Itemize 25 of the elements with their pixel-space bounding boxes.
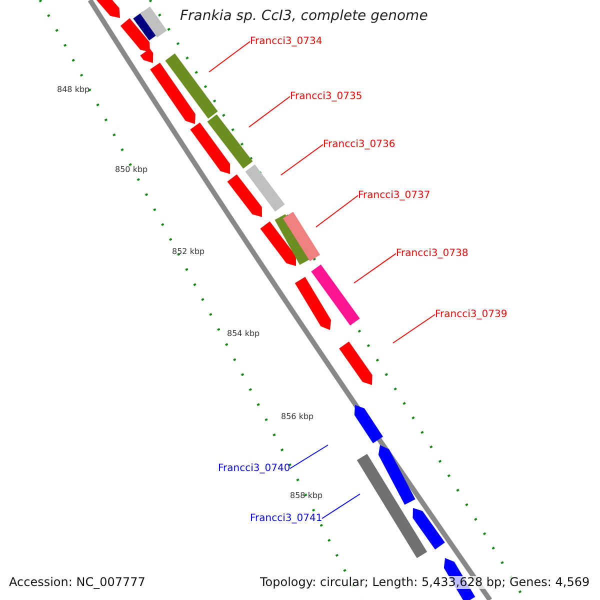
- gene-label: Francci3_0739: [435, 309, 508, 320]
- leader-line: [322, 494, 360, 519]
- gene-label: Francci3_0734: [250, 36, 322, 47]
- leader-line: [208, 41, 250, 72]
- gene-label: Francci3_0735: [290, 91, 362, 102]
- leader-line: [290, 444, 328, 469]
- leader-line: [316, 195, 358, 228]
- scale-label: 848 kbp: [57, 86, 90, 95]
- leader-line: [392, 314, 436, 344]
- title: Frankia sp. CcI3, complete genome: [180, 9, 428, 24]
- leader-line: [280, 144, 324, 176]
- gene-label: Francci3_0741: [250, 513, 322, 524]
- gene-label: Francci3_0738: [396, 248, 468, 259]
- gene-label: Francci3_0736: [323, 139, 396, 150]
- accession-text: Accession: NC_007777: [9, 576, 146, 590]
- scale-label: 854 kbp: [227, 330, 260, 339]
- scale-label: 856 kbp: [281, 413, 314, 422]
- scale-label: 858 kbp: [290, 492, 323, 501]
- genome-info-text: Topology: circular; Length: 5,433,628 bp; Genes: 4,569: [260, 576, 590, 590]
- leader-line: [248, 96, 290, 128]
- gene-label: Francci3_0740: [218, 463, 290, 474]
- gene-label: Francci3_0737: [358, 190, 430, 201]
- scale-label: 852 kbp: [172, 248, 205, 257]
- leader-line: [354, 253, 396, 284]
- scale-label: 850 kbp: [115, 166, 148, 175]
